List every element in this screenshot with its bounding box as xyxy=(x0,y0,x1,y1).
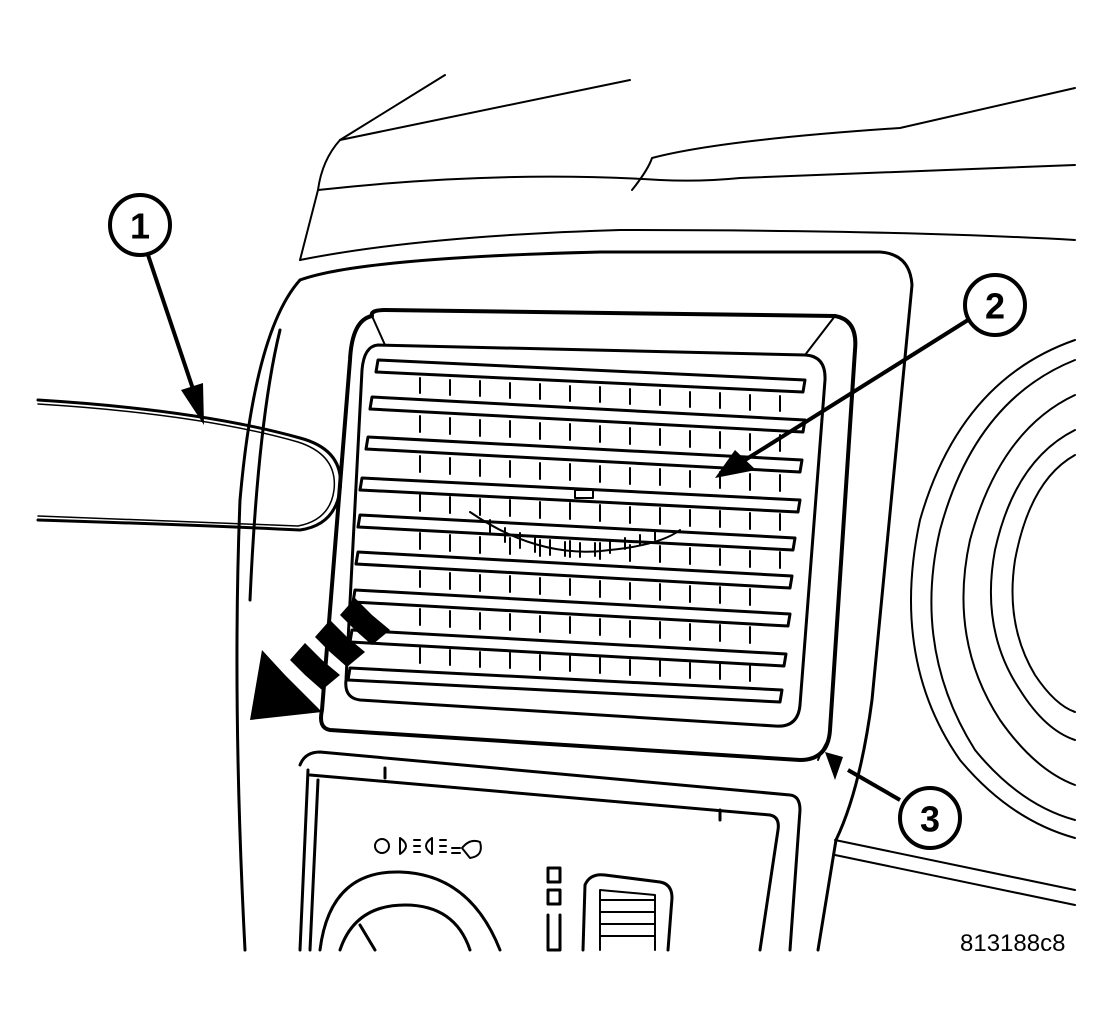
vent-louvers xyxy=(346,358,807,704)
callout-1: 1 xyxy=(108,193,172,257)
bezel-outline xyxy=(235,250,914,952)
figure-id: 813188c8 xyxy=(960,930,1066,957)
headlamp-mode-icons xyxy=(374,837,482,859)
retaining-tab-notch xyxy=(817,739,829,761)
callout-3: 3 xyxy=(898,786,962,850)
callout-2-label: 2 xyxy=(985,286,1005,327)
dimmer-thumbwheel xyxy=(546,866,674,952)
instrument-cluster xyxy=(834,339,1076,906)
callout-3-label: 3 xyxy=(920,799,940,840)
headlamp-knob xyxy=(318,870,502,952)
callout-2: 2 xyxy=(963,273,1027,337)
dash-top-outline xyxy=(299,74,1076,261)
vent-thumbwheel xyxy=(469,489,681,558)
callout-1-label: 1 xyxy=(130,206,150,247)
finger-outline xyxy=(36,398,342,532)
leader-lines xyxy=(146,254,970,802)
vent-back-slats xyxy=(419,377,781,682)
headlamp-switch-panel xyxy=(298,750,802,952)
removal-direction-arrow xyxy=(250,598,390,720)
